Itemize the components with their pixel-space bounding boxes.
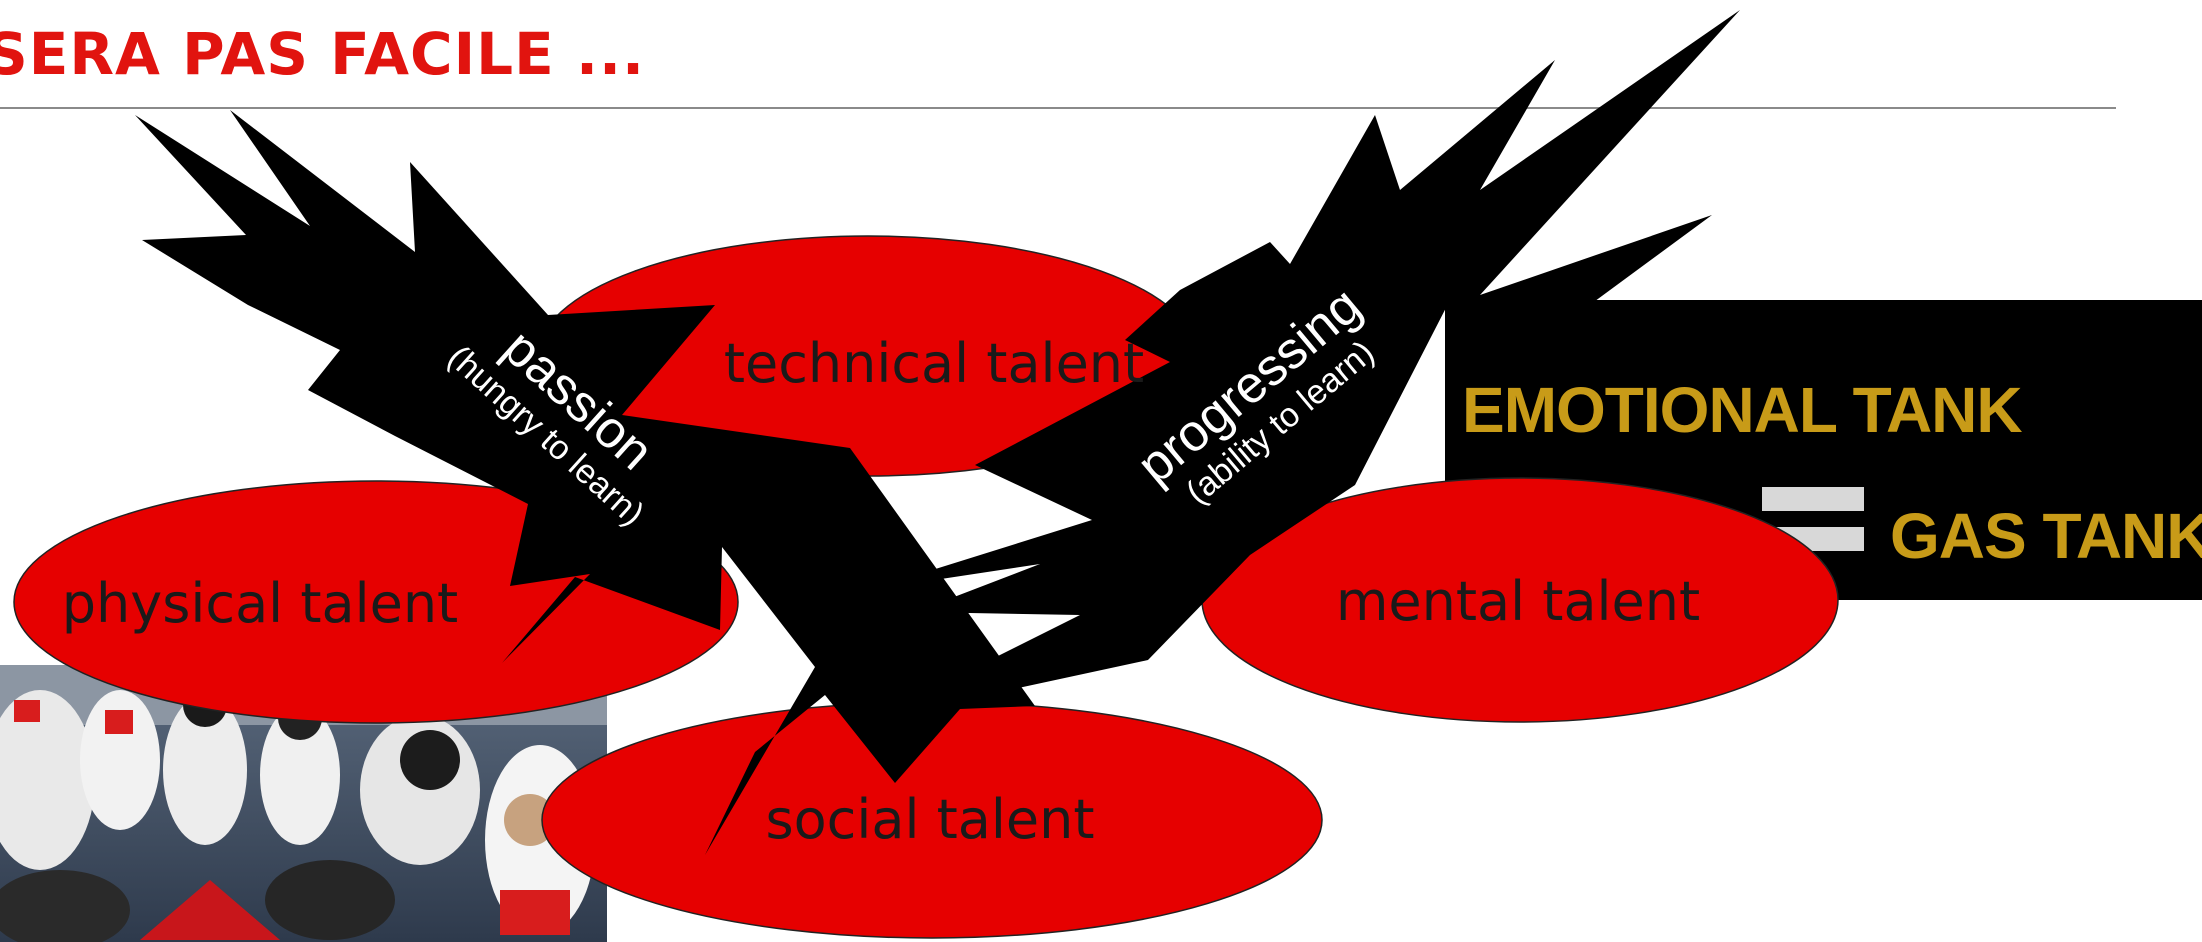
social-talent-label: social talent	[765, 788, 1094, 851]
slide-title: SERA PAS FACILE ...	[0, 20, 646, 88]
tank-panel-line1: EMOTIONAL TANK	[1462, 374, 2022, 446]
physical-talent-label: physical talent	[62, 572, 458, 635]
passion-burst-shape	[135, 110, 1035, 855]
technical-talent-label: technical talent	[724, 332, 1144, 395]
tank-panel-line2: GAS TANK	[1890, 500, 2202, 572]
mental-talent-label: mental talent	[1336, 570, 1700, 633]
progressing-burst-shape	[868, 10, 1740, 720]
title-underline	[0, 107, 2116, 109]
